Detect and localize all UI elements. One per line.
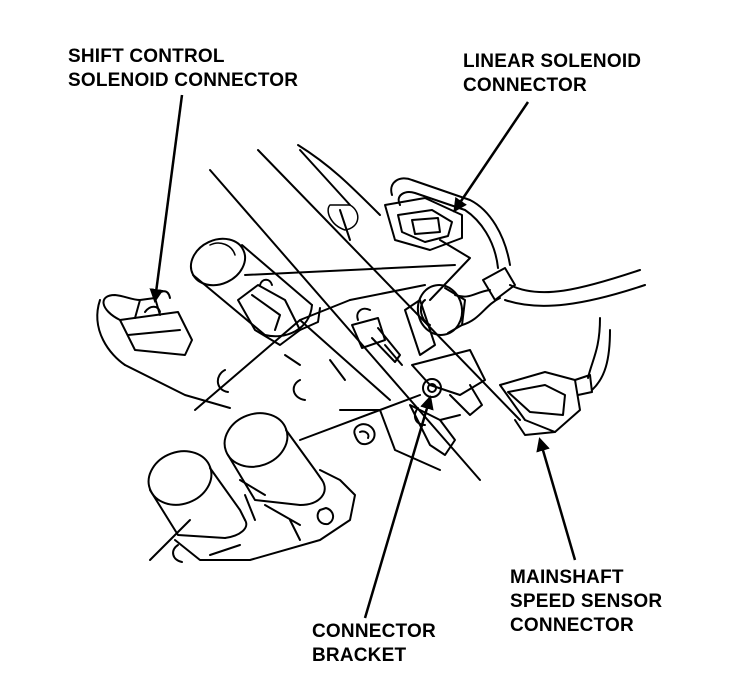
washer [353,423,376,446]
mainshaft-label-line-3: CONNECTOR [510,615,634,636]
mainshaft-label-line-1: MAINSHAFT [510,567,624,588]
mainshaft-speed-sensor-connector-label: MAINSHAFT SPEED SENSOR CONNECTOR [510,566,662,638]
housing-lines [149,144,521,561]
mounting-plate [172,469,356,563]
connector-bracket-label-line-2: BRACKET [312,645,407,666]
linear-solenoid-connector [384,177,646,326]
arrow-linear-solenoid [453,101,530,213]
mainshaft-sensor-connector [499,317,611,436]
arrow-shift-control [149,94,184,303]
shift-control-label-line-2: SOLENOID CONNECTOR [68,70,299,91]
linear-solenoid-connector-label: LINEAR SOLENOID CONNECTOR [463,50,641,98]
shift-control-connector [96,290,231,409]
bolt [351,307,403,366]
arrow-connector-bracket [363,395,434,619]
mainshaft-label-line-2: SPEED SENSOR [510,591,663,612]
linear-solenoid-label-line-2: CONNECTOR [463,75,587,96]
lower-solenoids [147,412,326,539]
connector-bracket-label: CONNECTOR BRACKET [312,620,436,668]
leader-arrows [149,94,577,619]
connector-bracket-label-line-1: CONNECTOR [312,621,436,642]
connector-bracket-shape [404,299,486,456]
shift-control-label-line-1: SHIFT CONTROL [68,46,225,67]
linear-solenoid-label-line-1: LINEAR SOLENOID [463,51,642,72]
shift-control-solenoid-connector-label: SHIFT CONTROL SOLENOID CONNECTOR [68,45,298,93]
upper-solenoid [189,237,313,338]
arrow-mainshaft-sensor [536,437,577,561]
housing-connector [237,278,321,346]
